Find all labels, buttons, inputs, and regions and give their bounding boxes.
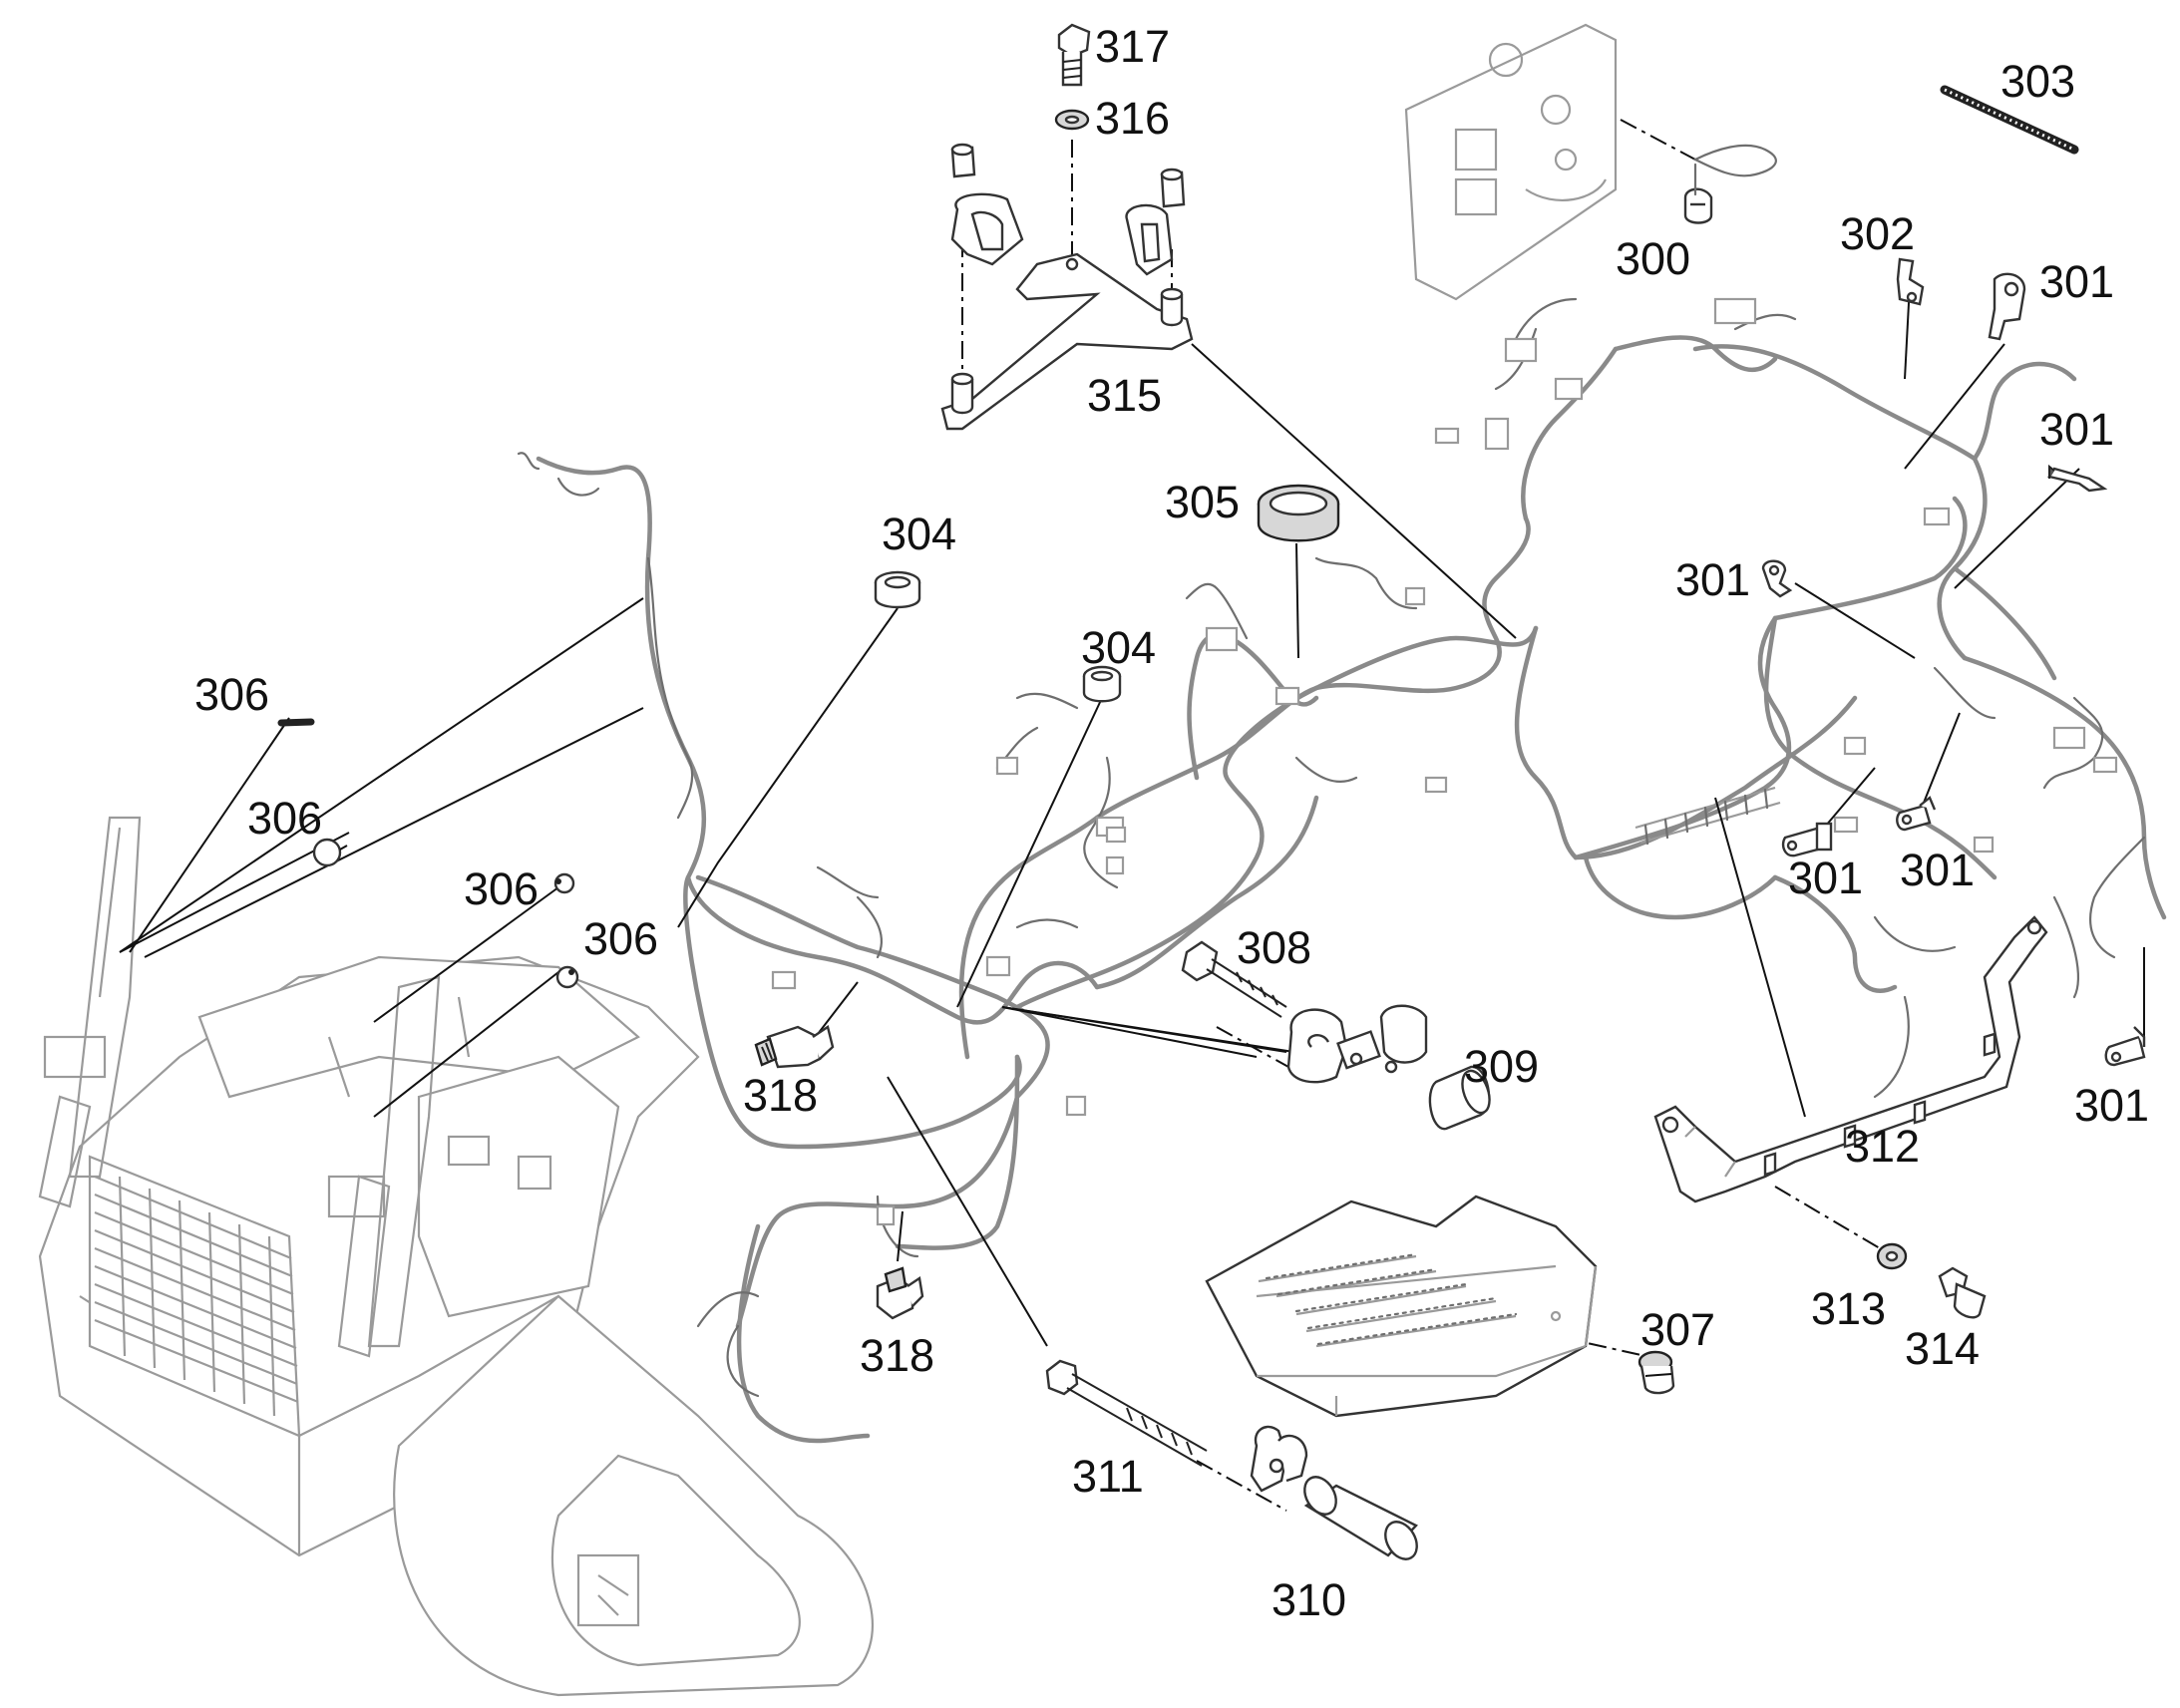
callout-306-c: 306: [464, 863, 539, 914]
callout-306-a: 306: [194, 669, 269, 720]
part-314-bolt: [1938, 1266, 1987, 1319]
part-311-long-bolt: [1045, 1359, 1208, 1467]
callout-labels: 317 316 315 300 303 302 301 301 301 301 …: [194, 21, 2149, 1625]
callout-301-d: 301: [1788, 853, 1863, 903]
callout-306-d: 306: [583, 913, 658, 964]
part-317-bolt: [1057, 23, 1091, 87]
part-306-spring: [277, 718, 315, 727]
part-305-large-grommet: [1257, 484, 1340, 542]
wire-harness-illustration: [517, 297, 2167, 1444]
callout-301-f: 301: [2074, 1080, 2149, 1131]
callout-308: 308: [1237, 922, 1311, 973]
callout-316: 316: [1095, 93, 1170, 144]
part-306-ring-a: [312, 838, 348, 867]
callout-303: 303: [2000, 56, 2075, 107]
callout-304-b: 304: [1081, 622, 1156, 673]
part-309-spacer: [1428, 1065, 1491, 1131]
part-301-terminal-b: [2047, 464, 2108, 493]
callout-314: 314: [1905, 1323, 1980, 1374]
callout-301-e: 301: [1900, 845, 1975, 895]
machine-body-illustration: [38, 816, 874, 1697]
leader-lines: [119, 119, 2145, 1512]
callout-315: 315: [1087, 370, 1162, 421]
part-301-terminal-a: [1988, 272, 2026, 341]
part-302-ring-terminal: [1896, 257, 1925, 306]
callout-313: 313: [1811, 1283, 1886, 1334]
callout-301-b: 301: [2039, 404, 2114, 455]
part-318-switch-a: [754, 1025, 835, 1069]
part-308-bolt: [1181, 940, 1287, 1018]
part-307-plug: [1637, 1350, 1675, 1395]
part-309-clamp-assembly: [1286, 1004, 1428, 1084]
callout-307: 307: [1640, 1304, 1715, 1355]
part-301-terminal-f: [2104, 1026, 2146, 1067]
part-318-switch-b: [876, 1266, 924, 1320]
cover-panel-illustration: [1205, 1195, 1598, 1418]
callout-304-a: 304: [882, 509, 956, 559]
part-303-threaded-rod: [1940, 85, 2079, 155]
callout-318-b: 318: [860, 1330, 934, 1381]
part-301-terminal-d: [1781, 822, 1833, 857]
callout-302: 302: [1840, 208, 1915, 259]
callout-311: 311: [1072, 1451, 1144, 1502]
callout-306-b: 306: [247, 793, 322, 844]
part-304-grommet-a: [874, 570, 921, 609]
part-315-mounting-bracket: [940, 252, 1194, 431]
electrical-panel-assembly: [1404, 23, 1777, 301]
part-310-clamp: [1250, 1425, 1308, 1493]
callout-301-c: 301: [1675, 554, 1750, 605]
callout-318-a: 318: [743, 1070, 818, 1121]
part-300-connector-cap: [1683, 163, 1713, 224]
part-301-terminal-e: [1896, 796, 1937, 832]
part-310-spacer: [1303, 1476, 1418, 1560]
part-306-ring-c: [555, 965, 579, 989]
part-313-washer: [1876, 1242, 1908, 1270]
part-315-fasteners: [950, 143, 1186, 276]
part-316-washer: [1054, 109, 1090, 131]
callout-317: 317: [1095, 21, 1170, 72]
part-301-terminal-c: [1761, 559, 1793, 598]
callout-301-a: 301: [2039, 256, 2114, 307]
callout-300: 300: [1616, 233, 1690, 284]
part-312-bracket: [1653, 915, 2048, 1203]
part-304-grommet-b: [1082, 665, 1122, 703]
callout-309: 309: [1464, 1041, 1539, 1092]
callout-310: 310: [1272, 1574, 1346, 1625]
callout-305: 305: [1165, 477, 1240, 527]
part-306-ring-b: [553, 872, 575, 894]
callout-312: 312: [1845, 1121, 1920, 1172]
